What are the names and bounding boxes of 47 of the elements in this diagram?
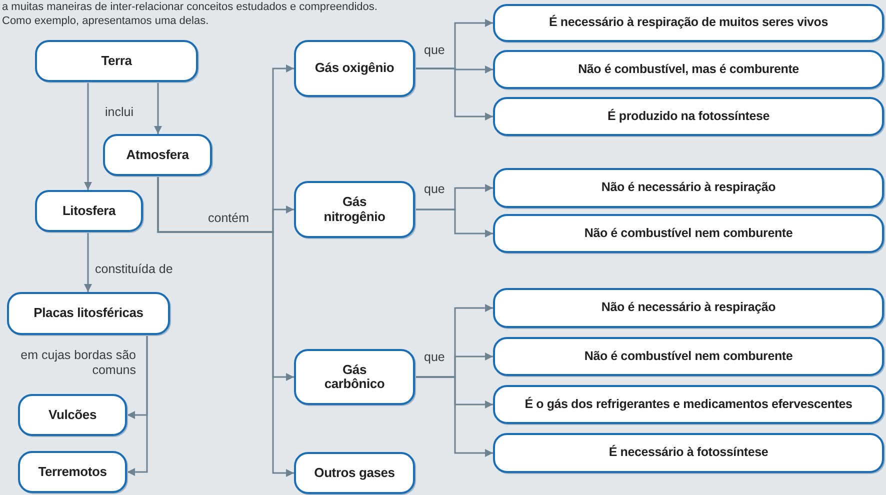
concept-text: Placas litosféricas: [34, 306, 144, 321]
concept-text: É produzido na fotossíntese: [608, 110, 770, 124]
concept-box: [493, 288, 884, 328]
concept-box: [493, 168, 884, 208]
concept-box: [294, 40, 415, 97]
arrow: [415, 68, 493, 120]
concept-box: [294, 181, 415, 238]
concept-text: Não é combustível, mas é comburente: [578, 62, 799, 76]
concept-text: Não é combustível nem comburente: [584, 226, 793, 240]
concept-box: [493, 337, 884, 376]
concept-box: [18, 451, 127, 493]
concept-box: [294, 452, 415, 494]
concept-text: Atmosfera: [126, 148, 189, 162]
concept-box: [7, 292, 170, 335]
concept-text: Outros gases: [314, 466, 395, 480]
concept-text: Gás oxigênio: [314, 61, 394, 76]
concept-text: Não é combustível nem comburente: [584, 350, 793, 364]
concept-text: Gás carbônico: [323, 362, 386, 392]
concept-box: [35, 190, 143, 232]
concept-box: [294, 349, 415, 405]
arrow: [127, 335, 148, 476]
concept-text: Não é necessário à respiração: [601, 181, 776, 195]
concept-text: Terremotos: [38, 464, 107, 480]
arrow: [157, 176, 294, 477]
concept-text: É o gás dos refrigerantes e medicamentos efervescentes: [524, 398, 852, 412]
concept-text: É necessário à respiração de muitos seres vivos: [549, 16, 828, 30]
arrow: [154, 82, 162, 134]
concept-box: [493, 214, 884, 253]
concept-text: Terra: [101, 54, 132, 68]
concept-box: [103, 134, 212, 176]
arrow: [84, 232, 92, 292]
concept-box: [493, 385, 884, 424]
concept-text: Vulcões: [48, 408, 96, 422]
concept-text: Litosfera: [62, 204, 116, 218]
concept-text: Não é necessário à respiração: [601, 301, 776, 315]
concept-box: [493, 97, 884, 136]
concept-box: [493, 50, 884, 89]
concept-box: [35, 40, 198, 82]
arrow: [84, 82, 92, 190]
concept-box: [493, 4, 884, 42]
arrow: [415, 376, 493, 457]
intro-text: a muitas maneiras de inter-relacionar conceitos estudados e compreendidos. Como exemplo, apresentamos uma delas.: [2, 0, 378, 29]
concept-box: [18, 394, 127, 436]
concept-box: [493, 433, 884, 473]
concept-text: Gás nitrogênio: [322, 195, 386, 224]
concept-text: É necessário à fotossíntese: [608, 446, 768, 460]
arrow: [415, 208, 493, 238]
